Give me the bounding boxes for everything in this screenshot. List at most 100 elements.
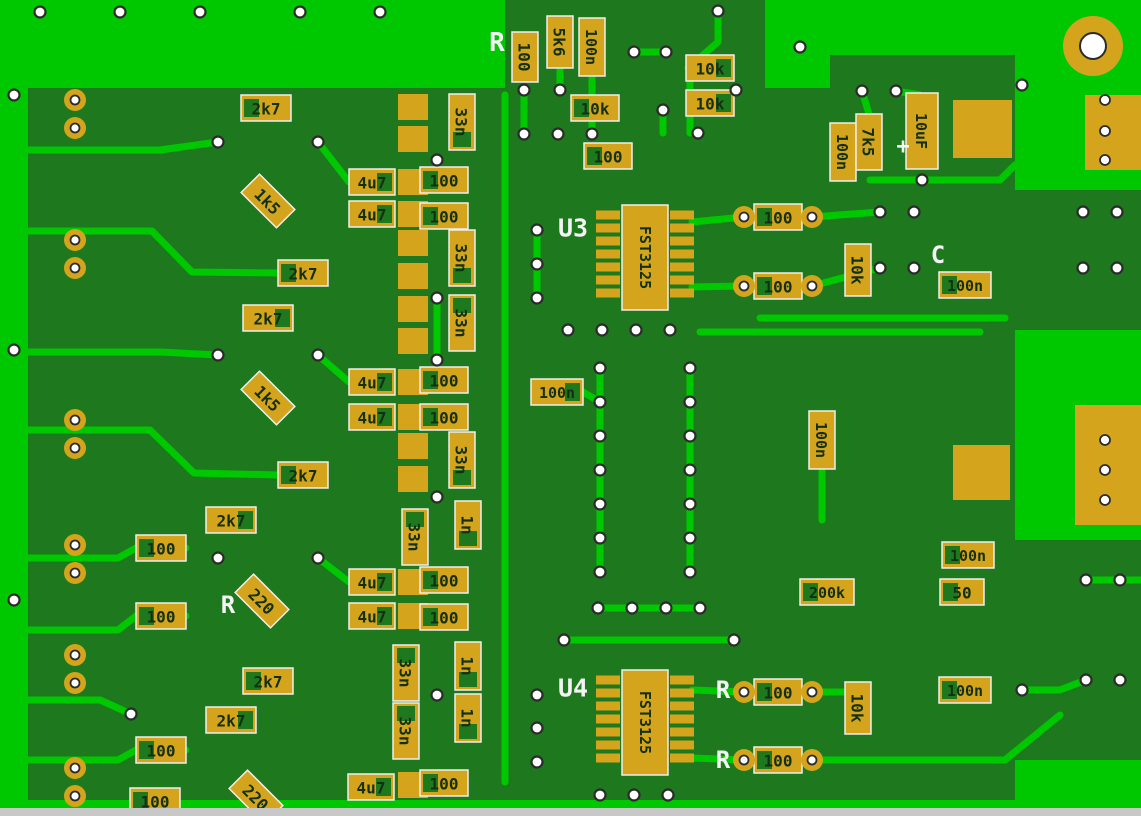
smd-component-4u7: 4u7	[348, 403, 396, 431]
component-gap	[377, 408, 392, 426]
copper-pour-dark	[1015, 540, 1141, 760]
ic-pin-pad	[596, 727, 620, 737]
via	[593, 429, 607, 443]
component-gap	[397, 706, 415, 721]
ic-pin-pad	[670, 223, 694, 233]
ic-pin-pad	[596, 262, 620, 272]
ic-pin-pad	[670, 675, 694, 685]
via	[1076, 205, 1090, 219]
smd-component-100: 100	[753, 678, 803, 706]
th-pad-hole	[69, 94, 81, 106]
ic-pin-pad	[670, 236, 694, 246]
via	[7, 88, 21, 102]
mounting-hole	[1079, 32, 1107, 60]
component-value-label: 100n	[539, 384, 575, 402]
silk-label-c: C	[931, 241, 945, 269]
ic-pin-pad	[596, 249, 620, 259]
component-gap	[423, 171, 438, 189]
silk-label-r: R	[221, 591, 236, 619]
via	[691, 126, 705, 140]
smd-component-100n: 100n	[808, 410, 836, 470]
via	[656, 103, 670, 117]
component-value-label: 33n	[405, 523, 424, 552]
component-value-label: 33n	[396, 659, 415, 688]
via	[551, 127, 565, 141]
via	[627, 45, 641, 59]
smd-component-100n: 100n	[941, 541, 995, 569]
component-gap	[423, 207, 438, 225]
smd-component-100: 100	[753, 272, 803, 300]
th-pad-hole	[738, 211, 750, 223]
via	[33, 5, 47, 19]
ic-pin-pad	[596, 675, 620, 685]
via	[593, 788, 607, 802]
component-gap	[459, 672, 477, 687]
via	[683, 497, 697, 511]
th-pad-hole	[69, 442, 81, 454]
th-pad-hole	[806, 686, 818, 698]
smd-component-100n: 100n	[530, 378, 584, 406]
component-value-label: 4u7	[358, 174, 387, 193]
component-gap	[716, 94, 731, 112]
via	[293, 5, 307, 19]
component-gap	[943, 583, 958, 601]
pad-hole	[1099, 464, 1111, 476]
th-pad-hole	[69, 122, 81, 134]
component-body	[844, 243, 872, 297]
via	[193, 5, 207, 19]
component-value-label: 33n	[452, 446, 471, 475]
copper-trace	[1018, 676, 1090, 694]
ic-pin-pad	[670, 210, 694, 220]
via	[593, 531, 607, 545]
component-value-label: 100	[430, 572, 459, 591]
via	[727, 633, 741, 647]
component-gap	[942, 276, 957, 294]
smd-component-10k: 10k	[685, 54, 735, 82]
via	[530, 223, 544, 237]
via	[430, 353, 444, 367]
component-gap	[942, 681, 957, 699]
component-value-label: 100	[147, 540, 176, 559]
component-value-label: 100n	[950, 547, 986, 565]
smd-component-50: 50	[939, 578, 985, 606]
via	[211, 348, 225, 362]
smd-component-10k: 10k	[844, 681, 872, 735]
smd-component-33n: 33n	[448, 93, 476, 151]
component-gap	[377, 205, 392, 223]
via	[530, 755, 544, 769]
via	[430, 291, 444, 305]
ic-pin-pad	[596, 701, 620, 711]
component-gap	[716, 59, 731, 77]
via	[1079, 673, 1093, 687]
via	[793, 40, 807, 54]
component-value-label: 33n	[396, 717, 415, 746]
component-value-label: 5k6	[550, 28, 569, 57]
component-body	[844, 681, 872, 735]
component-gap	[275, 309, 290, 327]
via	[517, 83, 531, 97]
component-value-label: 100n	[947, 682, 983, 700]
copper-trace	[866, 161, 1019, 184]
ic-pin-pad	[596, 210, 620, 220]
smd-component-10k: 10k	[844, 243, 872, 297]
via	[311, 348, 325, 362]
ic-ref-label: U3	[558, 214, 588, 243]
via	[1079, 573, 1093, 587]
component-value-label: 100	[430, 172, 459, 191]
via	[1113, 673, 1127, 687]
component-gap	[238, 511, 253, 529]
via	[585, 127, 599, 141]
component-body	[578, 17, 606, 77]
component-value-label: 2k7	[217, 712, 246, 731]
via	[693, 601, 707, 615]
smd-component-33n: 33n	[392, 644, 420, 702]
smd-component-5k6: 5k6	[546, 15, 574, 69]
via	[593, 565, 607, 579]
component-value-label: 2k7	[289, 467, 318, 486]
component-value-label: 100	[141, 793, 170, 812]
component-gap	[139, 607, 154, 625]
component-gap	[757, 751, 772, 769]
via	[907, 205, 921, 219]
component-value-label: 100	[764, 752, 793, 771]
